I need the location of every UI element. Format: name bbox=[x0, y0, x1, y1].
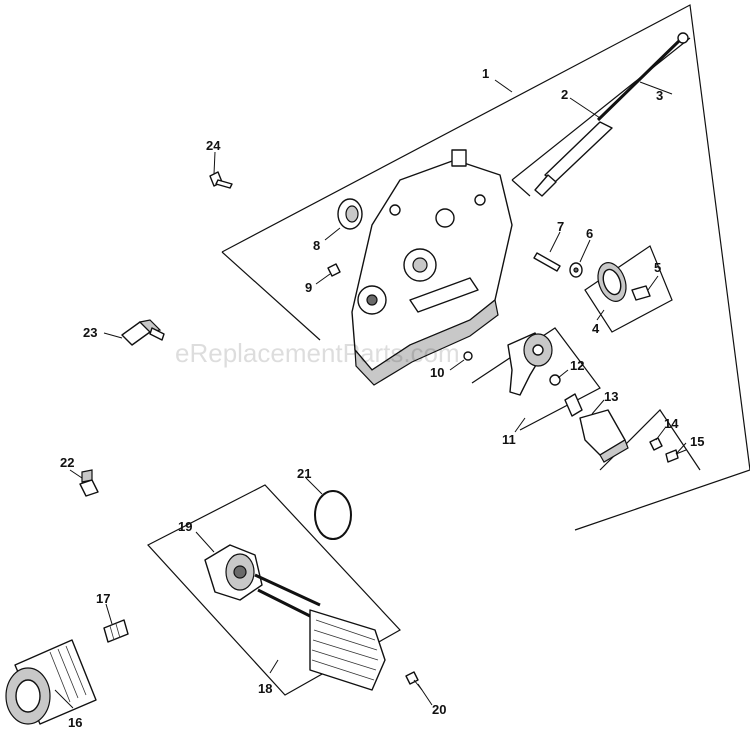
callout-12: 12 bbox=[570, 358, 584, 373]
leader-lines bbox=[54, 79, 687, 709]
oil-seal bbox=[337, 198, 363, 230]
dipstick-tube bbox=[534, 32, 689, 197]
relief-valve bbox=[564, 393, 629, 463]
callout-8: 8 bbox=[313, 238, 320, 253]
screw-15 bbox=[665, 449, 687, 463]
callouts: 1 2 3 4 5 6 7 8 9 10 11 12 13 14 15 16 1… bbox=[60, 66, 704, 730]
assembly-frame-1-left bbox=[221, 251, 321, 341]
regulating-pin bbox=[631, 285, 651, 301]
callout-23: 23 bbox=[83, 325, 97, 340]
callout-18: 18 bbox=[258, 681, 272, 696]
oil-cooler bbox=[254, 573, 386, 691]
callout-2: 2 bbox=[561, 87, 568, 102]
elbow-fitting bbox=[121, 319, 165, 346]
callout-15: 15 bbox=[690, 434, 704, 449]
callout-11: 11 bbox=[502, 432, 516, 447]
callout-16: 16 bbox=[68, 715, 82, 730]
callout-9: 9 bbox=[305, 280, 312, 295]
oil-filter bbox=[5, 639, 97, 725]
screw-20 bbox=[405, 671, 423, 691]
closure-plate bbox=[351, 149, 513, 386]
callout-17: 17 bbox=[96, 591, 110, 606]
callout-20: 20 bbox=[432, 702, 446, 717]
callout-24: 24 bbox=[206, 138, 221, 153]
callout-1: 1 bbox=[482, 66, 489, 81]
callout-6: 6 bbox=[586, 226, 593, 241]
o-ring-small bbox=[463, 351, 473, 361]
callout-3: 3 bbox=[656, 88, 663, 103]
callout-4: 4 bbox=[592, 321, 600, 336]
assembly-frame-1 bbox=[221, 4, 750, 531]
filter-adapter bbox=[204, 544, 263, 601]
fitting-22 bbox=[79, 469, 99, 497]
gear-frame-4 bbox=[584, 245, 673, 333]
callout-21: 21 bbox=[297, 466, 311, 481]
pump-o-ring bbox=[549, 374, 561, 386]
screw-24 bbox=[209, 171, 233, 189]
nut bbox=[649, 437, 663, 451]
watermark: eReplacementParts.com bbox=[175, 338, 460, 368]
callout-10: 10 bbox=[430, 365, 444, 380]
dipstick-frame bbox=[511, 37, 691, 197]
callout-7: 7 bbox=[557, 219, 564, 234]
callout-5: 5 bbox=[654, 260, 661, 275]
callout-22: 22 bbox=[60, 455, 74, 470]
washer bbox=[569, 262, 583, 278]
callout-19: 19 bbox=[178, 519, 192, 534]
filter-nipple bbox=[103, 619, 129, 643]
governor-gear bbox=[597, 262, 627, 302]
o-ring-large bbox=[314, 490, 352, 540]
governor-shaft bbox=[533, 252, 561, 272]
oil-pump bbox=[507, 332, 553, 396]
dowel-pin bbox=[327, 263, 341, 277]
callout-13: 13 bbox=[604, 389, 618, 404]
oil-cooler-frame-18 bbox=[147, 484, 401, 696]
callout-14: 14 bbox=[664, 416, 679, 431]
